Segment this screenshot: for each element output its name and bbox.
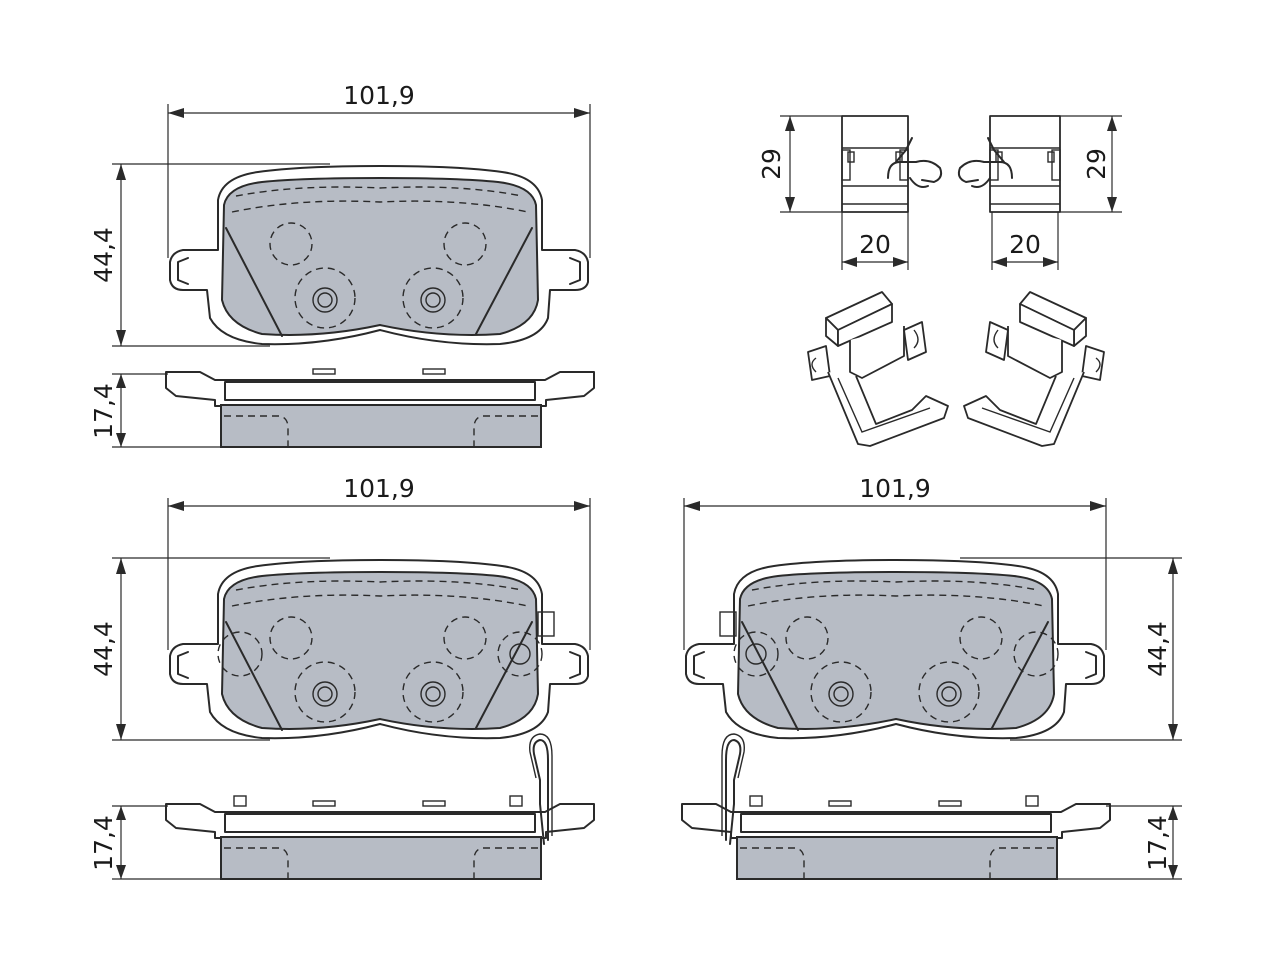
dim-width-top: 101,9 bbox=[167, 81, 591, 258]
clip-left-isometric-view bbox=[807, 291, 949, 447]
width-top-label: 101,9 bbox=[343, 81, 415, 110]
pad-top-side-view bbox=[165, 368, 595, 448]
clip-left-flat-view bbox=[841, 115, 943, 213]
dim-height-bottom-left: 44,4 bbox=[89, 557, 330, 741]
height-bottom-right-label: 44,4 bbox=[1143, 621, 1172, 677]
height-top-label: 44,4 bbox=[89, 227, 118, 283]
height-bottom-left-label: 44,4 bbox=[89, 621, 118, 677]
dim-height-bottom-right: 44,4 bbox=[960, 557, 1182, 741]
dim-thickness-bottom-left: 17,4 bbox=[89, 805, 222, 880]
dim-width-bottom-right: 101,9 bbox=[683, 474, 1107, 650]
pad-bottom-right-side-view bbox=[681, 733, 1111, 880]
dim-clip-right-width: 20 bbox=[991, 212, 1059, 270]
clip-right-isometric-view bbox=[963, 291, 1105, 447]
clip-right-width-label: 20 bbox=[1009, 230, 1041, 259]
dim-thickness-top: 17,4 bbox=[89, 373, 222, 448]
thickness-bottom-right-label: 17,4 bbox=[1143, 815, 1172, 871]
dim-width-bottom-left: 101,9 bbox=[167, 474, 591, 650]
width-bottom-left-label: 101,9 bbox=[343, 474, 415, 503]
dim-height-top: 44,4 bbox=[89, 163, 330, 347]
clip-left-width-label: 20 bbox=[859, 230, 891, 259]
width-bottom-right-label: 101,9 bbox=[859, 474, 931, 503]
clip-right-height-label: 29 bbox=[1082, 148, 1111, 180]
clip-right-flat-view bbox=[957, 115, 1061, 213]
pad-bottom-right-front-view bbox=[685, 559, 1105, 740]
dim-thickness-bottom-right: 17,4 bbox=[1056, 805, 1182, 880]
pad-top-front-view bbox=[169, 165, 589, 346]
thickness-bottom-left-label: 17,4 bbox=[89, 815, 118, 871]
pad-bottom-left-side-view bbox=[165, 733, 595, 880]
dim-clip-left-width: 20 bbox=[841, 212, 909, 270]
dim-clip-right-height: 29 bbox=[1060, 115, 1122, 213]
thickness-top-label: 17,4 bbox=[89, 383, 118, 439]
dim-clip-left-height: 29 bbox=[757, 115, 842, 213]
clip-left-height-label: 29 bbox=[757, 148, 786, 180]
pad-bottom-left-front-view bbox=[169, 559, 589, 740]
